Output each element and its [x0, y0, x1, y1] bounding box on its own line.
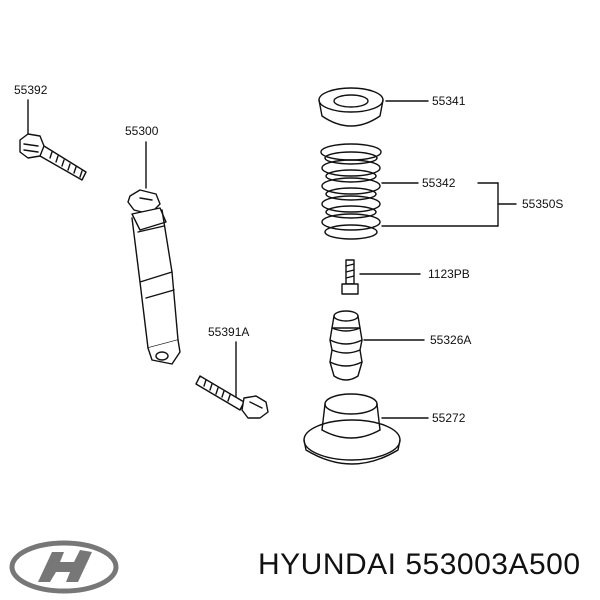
label-55342: 55342	[422, 176, 456, 190]
label-55341: 55341	[432, 94, 466, 108]
label-55272: 55272	[432, 411, 466, 425]
label-55391a: 55391A	[208, 325, 249, 339]
label-55392: 55392	[14, 83, 48, 97]
label-55326a: 55326A	[430, 333, 471, 347]
spring-seat-55341-drawing	[318, 87, 429, 127]
label-1123pb: 1123PB	[428, 267, 470, 281]
label-55300: 55300	[125, 124, 159, 138]
bolt-55391a-drawing	[195, 341, 269, 419]
footer-caption: HYUNDAI 553003A500	[258, 548, 581, 582]
dust-cover-55272-drawing	[303, 393, 429, 465]
bump-stop-55326a-drawing	[329, 310, 425, 381]
hyundai-logo-icon	[9, 540, 119, 594]
coil-spring-55342-drawing	[320, 143, 517, 240]
bolt-1123pb-drawing	[341, 259, 421, 295]
brand-name: HYUNDAI	[258, 548, 397, 581]
bolt-55392-drawing	[19, 99, 87, 181]
part-number: 553003A500	[405, 548, 581, 581]
shock-absorber-55300-drawing	[127, 141, 181, 365]
label-55350s: 55350S	[522, 197, 563, 211]
